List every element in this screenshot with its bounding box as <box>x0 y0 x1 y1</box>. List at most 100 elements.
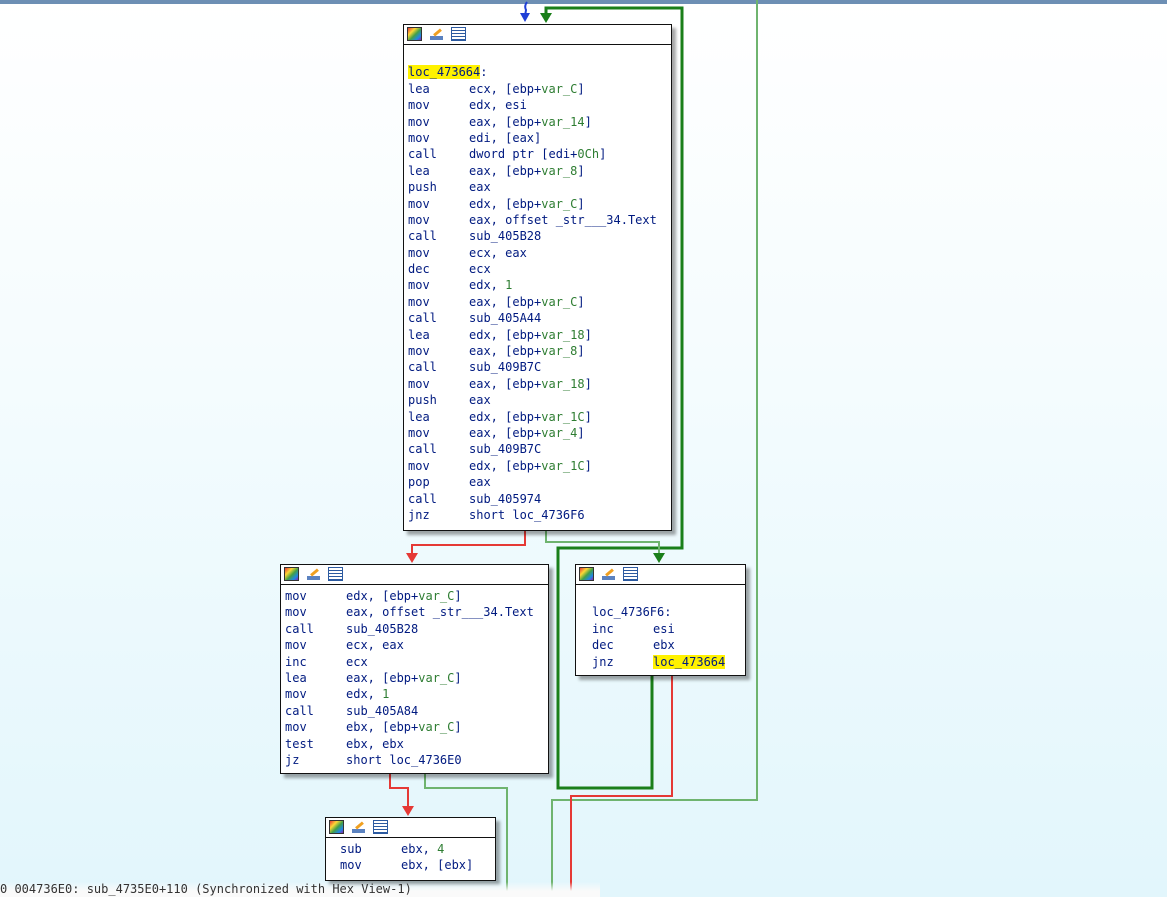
edge-left-to-bottom <box>389 772 414 816</box>
instruction-operand: ebx, [ebp+ <box>346 720 419 735</box>
instruction-mnemonic: lea <box>408 163 430 178</box>
edit-color-icon[interactable] <box>306 567 321 581</box>
edit-color-icon[interactable] <box>429 27 444 41</box>
text-view-icon[interactable] <box>328 567 343 581</box>
instruction-mnemonic: mov <box>408 130 430 145</box>
operand-variable[interactable]: var_C <box>418 720 455 735</box>
instruction-operand: ecx, eax <box>469 245 527 260</box>
text-view-icon[interactable] <box>373 820 388 834</box>
operand-variable[interactable]: 4 <box>437 842 445 856</box>
operand-variable[interactable]: var_C <box>541 294 578 309</box>
graph-overview-icon[interactable] <box>284 567 299 581</box>
operand-variable[interactable]: var_14 <box>541 114 585 129</box>
edit-color-icon[interactable] <box>601 567 616 581</box>
instruction-mnemonic: jz <box>285 752 300 767</box>
operand-suffix: ] <box>454 589 462 603</box>
operand-variable[interactable]: var_1C <box>541 458 585 473</box>
operand-variable[interactable]: var_8 <box>541 344 578 359</box>
operand-variable[interactable]: var_C <box>418 670 455 685</box>
operand-variable[interactable]: var_4 <box>541 425 578 440</box>
edge-incoming-blue <box>520 1 530 22</box>
text-view-icon[interactable] <box>623 567 638 581</box>
jump-target-label[interactable]: loc_473664 <box>653 654 726 669</box>
instruction-operand: sub_405B28 <box>469 229 542 244</box>
instruction-operand: edx, [ebp+ <box>469 196 542 211</box>
text-view-icon[interactable] <box>451 27 466 41</box>
operand-variable[interactable]: var_C <box>541 81 578 96</box>
operand-variable[interactable]: 0Ch <box>577 147 600 162</box>
operand-suffix: ] <box>599 147 607 162</box>
operand-variable[interactable]: var_18 <box>541 327 585 342</box>
edit-color-icon[interactable] <box>351 820 366 834</box>
operand-variable[interactable]: var_1C <box>541 409 585 424</box>
instruction-mnemonic: dec <box>408 262 430 277</box>
instruction-mnemonic: call <box>285 621 314 636</box>
instruction-mnemonic: jnz <box>592 654 614 669</box>
operand-variable[interactable]: var_C <box>418 589 455 603</box>
instruction-mnemonic: mov <box>408 376 430 391</box>
graph-overview-icon[interactable] <box>329 820 344 834</box>
instruction-line[interactable]: jnz loc_473664 <box>592 654 742 670</box>
instruction-operand: edx, [ebp+ <box>469 327 542 342</box>
operand-variable[interactable]: var_8 <box>541 163 578 178</box>
operand-variable[interactable]: var_18 <box>541 376 585 391</box>
edge-right-false-exit <box>570 676 673 897</box>
instruction-operand: esi <box>653 621 675 636</box>
operand-variable[interactable]: 1 <box>382 687 390 702</box>
graph-overview-icon[interactable] <box>579 567 594 581</box>
block-label[interactable]: loc_4736F6: <box>592 605 672 620</box>
operand-variable[interactable]: var_C <box>541 196 578 211</box>
operand-variable[interactable]: 1 <box>505 278 513 293</box>
block-label[interactable]: loc_473664: <box>408 65 488 80</box>
instruction-mnemonic: sub <box>340 842 362 856</box>
graph-overview-icon[interactable] <box>407 27 422 41</box>
